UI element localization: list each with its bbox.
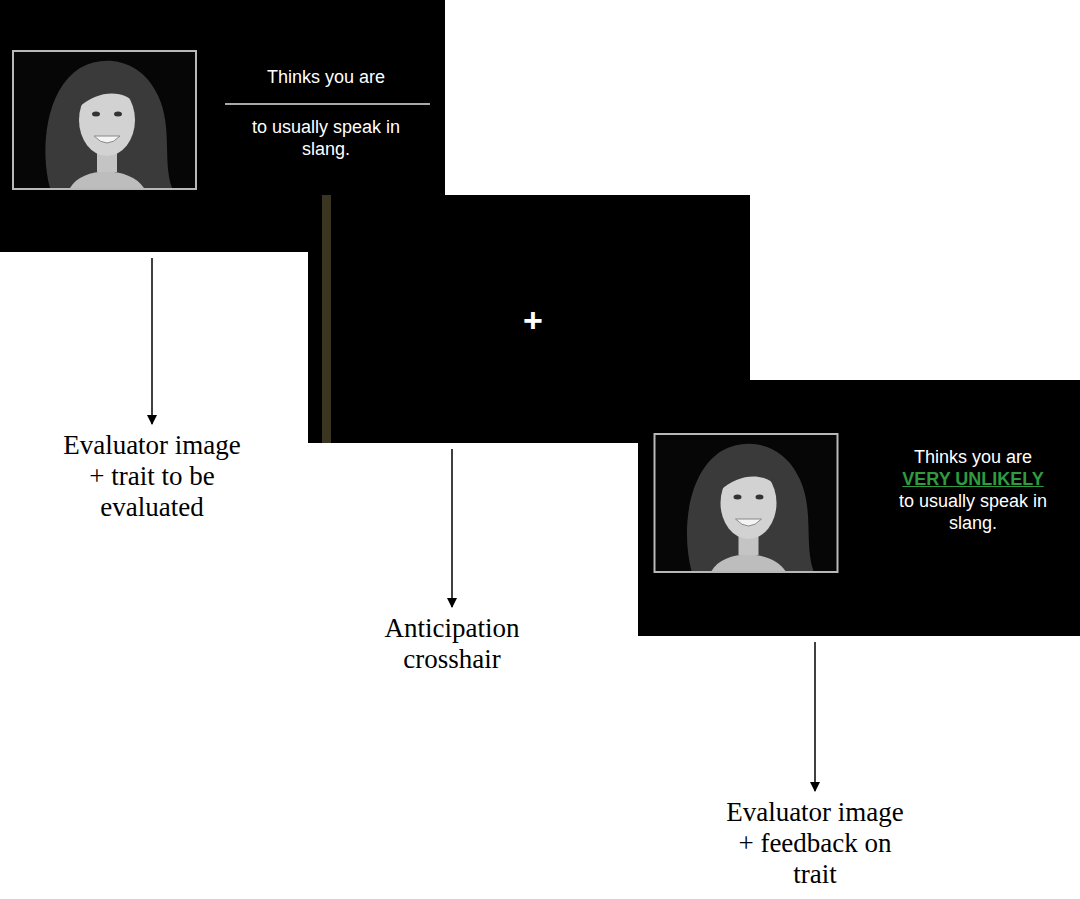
caption-text: Anticipation crosshair (357, 613, 547, 675)
arrow-connector (814, 642, 816, 791)
screen-text-column: Thinks you areVERY UNLIKELYto usually sp… (873, 446, 1073, 534)
screen-panel: Thinks you areVERY UNLIKELYto usually sp… (638, 380, 1080, 636)
arrow-connector (151, 258, 153, 424)
screen-text: to usually speak in slang. (873, 490, 1073, 534)
screen-panel: + (308, 195, 750, 443)
fixation-cross: + (523, 303, 543, 337)
caption-text: Evaluator image + trait to be evaluated (57, 430, 247, 523)
evaluator-photo (655, 434, 838, 572)
screen-text-column: Thinks you are to usually speak in slang. (226, 66, 426, 160)
screen-text: Thinks you are (873, 446, 1073, 468)
screen-background (638, 380, 1080, 636)
step-caption: Evaluator image + feedback on trait (720, 797, 910, 890)
step-caption: Evaluator image + trait to be evaluated (57, 430, 247, 523)
arrow-connector (451, 449, 453, 607)
screen-text: to usually speak in slang. (226, 116, 426, 160)
screen-edge (322, 195, 331, 443)
caption-text: Evaluator image + feedback on trait (720, 797, 910, 890)
screen-panel: Thinks you are to usually speak in slang. (0, 0, 445, 252)
feedback-word: VERY UNLIKELY (873, 468, 1073, 490)
evaluator-photo (13, 51, 196, 189)
screen-text: Thinks you are (226, 66, 426, 88)
step-caption: Anticipation crosshair (357, 613, 547, 675)
blank-line (225, 103, 430, 105)
